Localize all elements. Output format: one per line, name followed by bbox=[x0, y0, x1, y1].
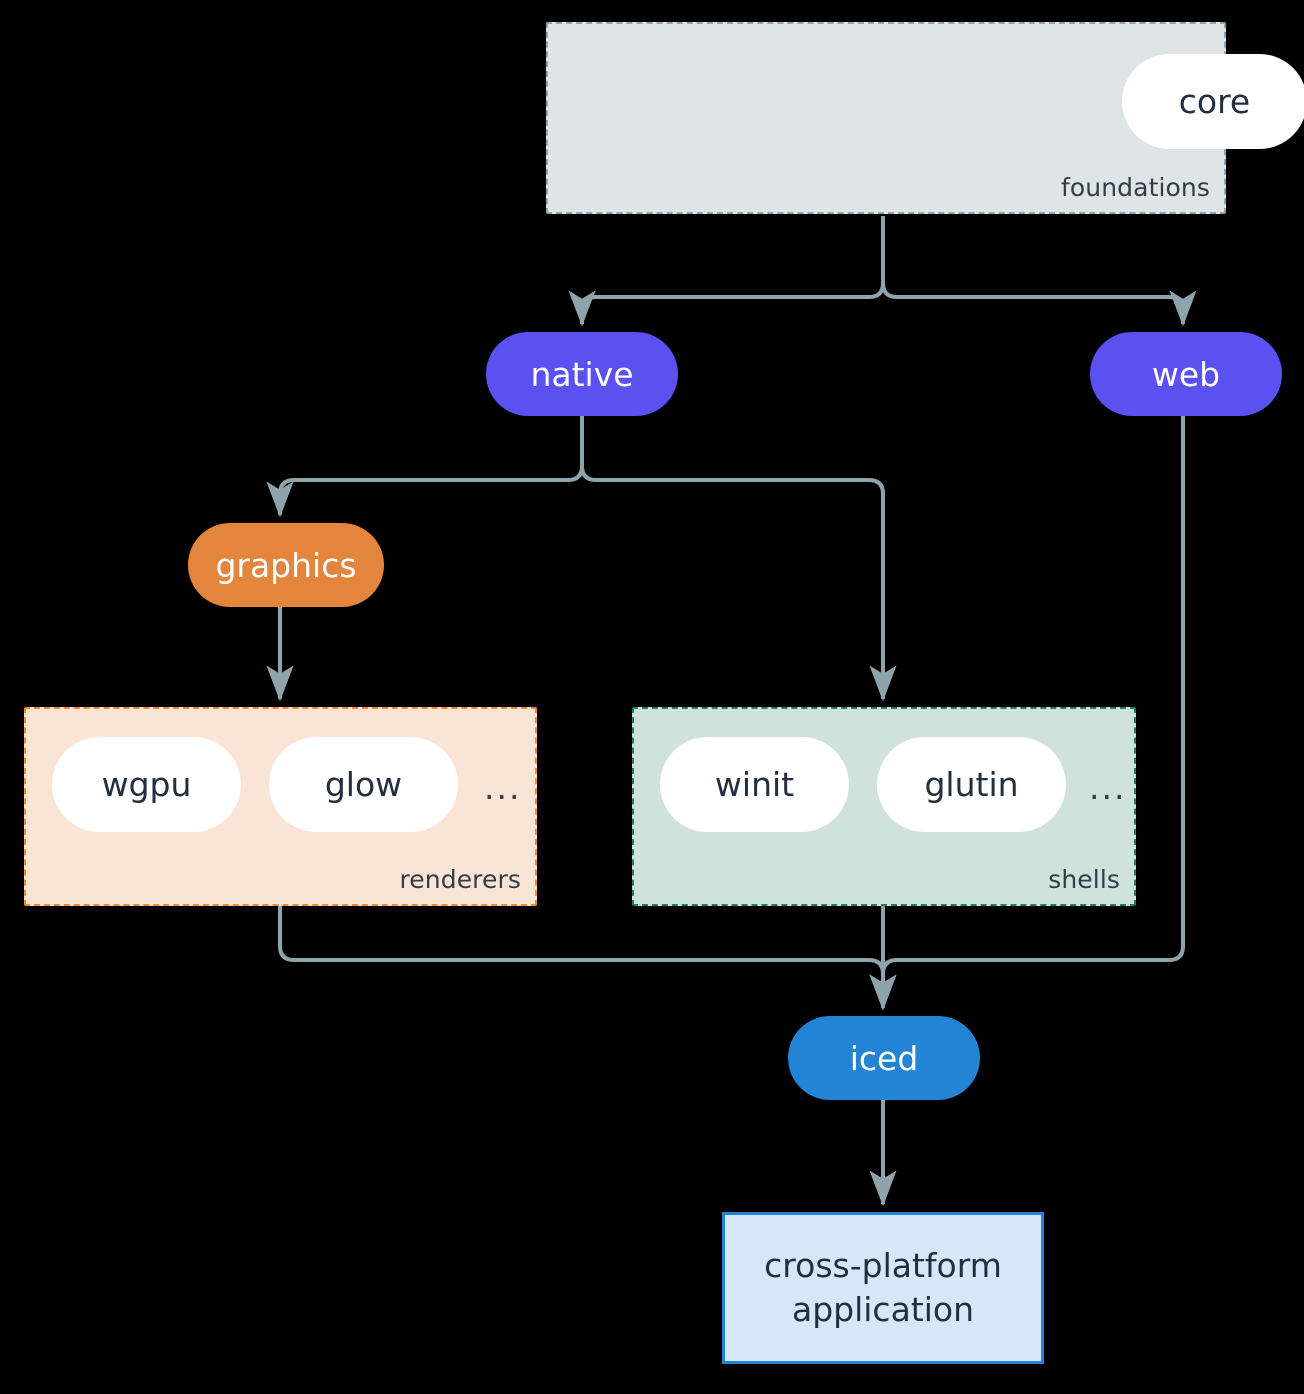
cluster-shells-label: shells bbox=[1048, 865, 1120, 894]
node-cross-platform-application[interactable]: cross-platform application bbox=[722, 1212, 1044, 1364]
node-glutin[interactable]: glutin bbox=[877, 737, 1066, 832]
node-glow[interactable]: glow bbox=[269, 737, 458, 832]
node-iced-label: iced bbox=[849, 1038, 919, 1078]
shells-overflow-ellipsis: ... bbox=[1089, 768, 1127, 807]
cluster-renderers-label: renderers bbox=[399, 865, 521, 894]
cluster-foundations[interactable]: core futures style foundations bbox=[546, 22, 1304, 214]
application-label-line2: application bbox=[791, 1290, 975, 1329]
node-graphics-label: graphics bbox=[215, 545, 357, 585]
cluster-renderers[interactable]: wgpu glow ... renderers bbox=[24, 707, 537, 906]
node-web[interactable]: web bbox=[1090, 332, 1282, 416]
node-iced[interactable]: iced bbox=[788, 1016, 980, 1100]
node-graphics[interactable]: graphics bbox=[188, 523, 384, 607]
application-label-line1: cross-platform bbox=[764, 1246, 1002, 1286]
node-core[interactable]: core bbox=[1122, 54, 1304, 149]
node-native[interactable]: native bbox=[486, 332, 678, 416]
node-glutin-label: glutin bbox=[924, 765, 1019, 804]
node-web-label: web bbox=[1151, 354, 1221, 394]
node-wgpu[interactable]: wgpu bbox=[52, 737, 241, 832]
cluster-shells[interactable]: winit glutin ... shells bbox=[632, 707, 1136, 906]
node-wgpu-label: wgpu bbox=[101, 765, 192, 804]
node-core-label: core bbox=[1178, 82, 1251, 121]
node-winit-label: winit bbox=[714, 765, 795, 804]
node-glow-label: glow bbox=[324, 765, 403, 804]
renderers-overflow-ellipsis: ... bbox=[484, 768, 522, 807]
node-winit[interactable]: winit bbox=[660, 737, 849, 832]
cluster-foundations-label: foundations bbox=[1061, 173, 1210, 202]
node-native-label: native bbox=[530, 354, 634, 394]
